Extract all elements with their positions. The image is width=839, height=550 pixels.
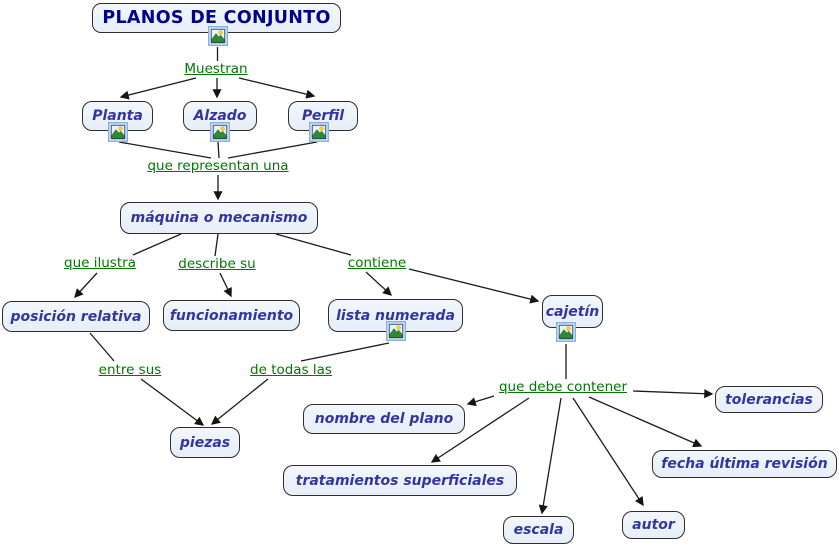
node-label: tratamientos superficiales [295,472,505,489]
image-resource-icon[interactable] [386,321,406,341]
node-label: autor [632,517,675,533]
edge-contiene-lista [365,271,393,296]
node-escala[interactable]: escala [503,516,574,544]
node-posicion-relativa[interactable]: posición relativa [2,301,150,332]
node-label: posición relativa [10,308,142,325]
image-resource-icon[interactable] [208,26,228,46]
node-piezas[interactable]: piezas [170,427,240,458]
node-label: tolerancias [725,391,813,408]
link-phrase-contiene[interactable]: contiene [345,255,409,271]
edge-maquina-ilustra [132,233,182,256]
node-label: nombre del plano [314,411,454,427]
node-planos-de-conjunto[interactable]: PLANOS DE CONJUNTO [92,3,341,33]
image-resource-icon[interactable] [108,122,128,142]
node-nombre-del-plano[interactable]: nombre del plano [303,404,465,434]
edge-quedebe-escala [538,397,562,515]
node-maquina-o-mecanismo[interactable]: máquina o mecanismo [120,202,318,234]
edge-entresus-piezas [140,378,205,426]
node-label: cajetín [545,303,600,320]
link-phrase-que-ilustra[interactable]: que ilustra [62,255,138,271]
node-autor[interactable]: autor [622,511,685,539]
node-tolerancias[interactable]: tolerancias [715,386,823,413]
edge-quedebe-tratamientos [430,397,530,463]
node-label: máquina o mecanismo [130,210,308,226]
image-resource-icon[interactable] [309,122,329,142]
edge-detodas-piezas [210,378,269,425]
edge-maquina-contiene [275,233,352,256]
edge-muestran-planta [119,77,197,100]
node-label: Alzado [193,108,247,124]
image-resource-icon[interactable] [556,322,576,342]
link-phrase-describe-su[interactable]: describe su [176,256,258,272]
edge-ilustra-posicion [74,272,98,299]
node-label: Planta [92,108,143,124]
node-planta[interactable]: Planta [82,101,153,131]
edge-contiene-cajetin [408,268,540,304]
image-resource-icon[interactable] [210,122,230,142]
node-tratamientos-superficiales[interactable]: tratamientos superficiales [283,465,517,496]
node-cajetin[interactable]: cajetín [542,295,603,328]
link-phrase-de-todas-las[interactable]: de todas las [248,362,334,378]
link-phrase-entre-sus[interactable]: entre sus [96,362,164,378]
edge-quedebe-fecha [588,396,703,448]
edge-planta-representan [118,141,212,159]
node-label: piezas [179,434,231,451]
link-phrase-que-representan-una[interactable]: que representan una [145,158,291,174]
node-label: lista numerada [336,307,455,324]
edge-muestran-perfil [238,77,316,99]
edge-perfil-representan [227,141,318,159]
edge-quedebe-nombre [466,395,495,407]
link-phrase-que-debe-contener[interactable]: que debe contener [496,379,630,395]
edge-posicion-entresus [89,332,115,362]
node-fecha-ultima-revision[interactable]: fecha última revisión [652,450,837,478]
node-label: fecha última revisión [661,456,828,472]
edge-describe-funcionamiento [219,272,232,298]
node-label: funcionamiento [169,307,294,324]
edge-alzado-representan [217,141,220,159]
link-phrase-muestran[interactable]: Muestran [182,61,250,77]
edge-maquina-describe [214,233,219,257]
node-label: escala [513,522,564,538]
node-label: Perfil [301,108,345,124]
node-label: PLANOS DE CONJUNTO [102,8,331,28]
edge-quedebe-autor [572,397,644,507]
edge-quedebe-tolerancias [632,389,714,399]
edge-lista-detodas [300,342,390,362]
node-funcionamiento[interactable]: funcionamiento [163,300,300,331]
